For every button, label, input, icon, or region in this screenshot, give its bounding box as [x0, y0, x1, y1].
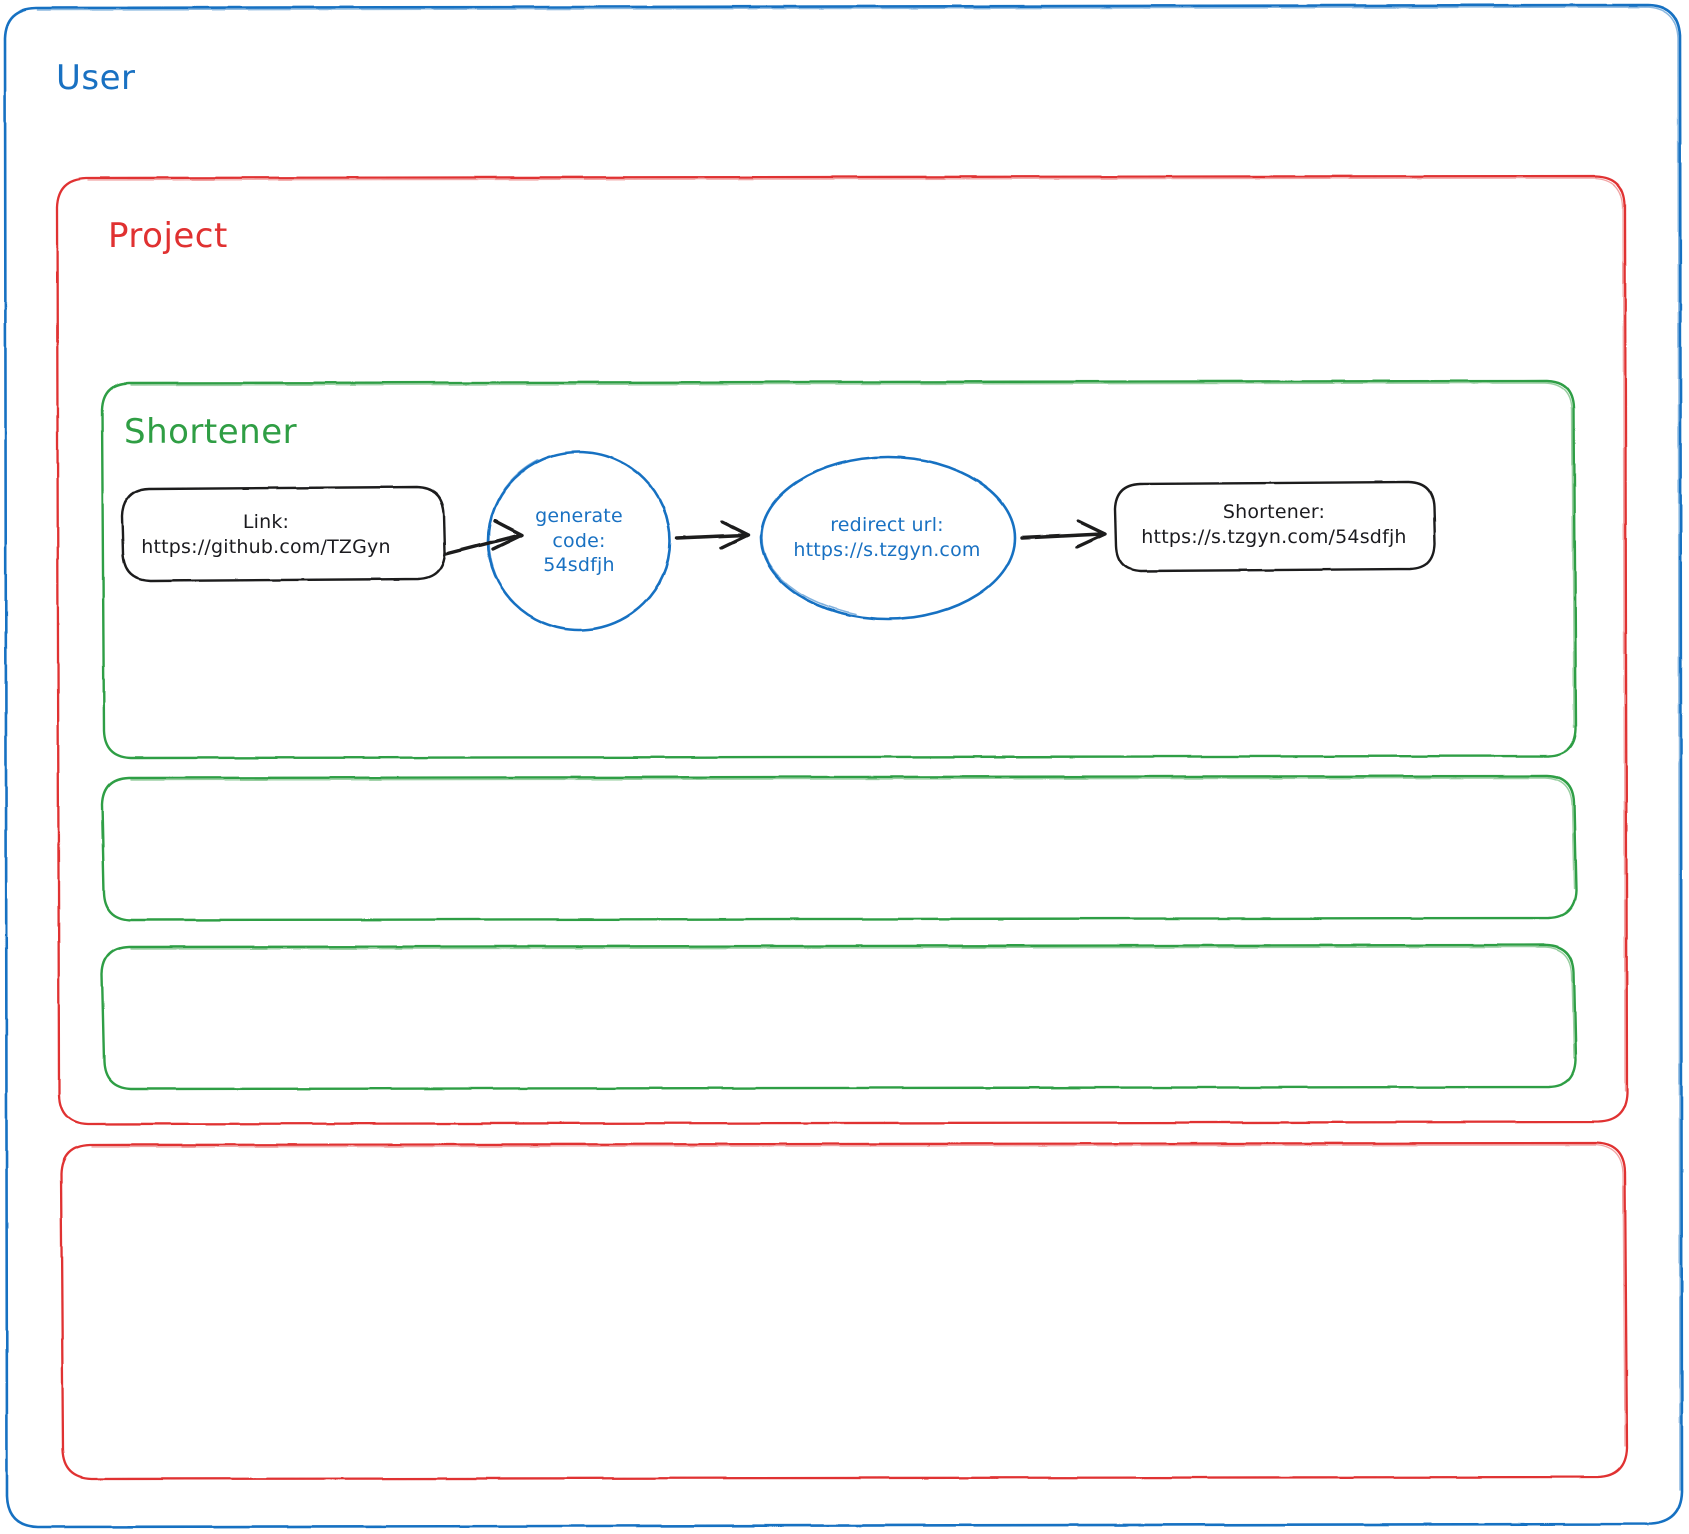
container-project-border: [55, 174, 1629, 1126]
node-redirect-url-line-1: redirect url:: [830, 514, 944, 537]
node-generate-code-line-1: generate: [535, 504, 623, 527]
node-link-line-2: https://github.com/TZGyn: [141, 536, 391, 558]
arrow-generate-code-to-redirect-url: [675, 520, 750, 550]
node-generate-code-line-2: code:: [552, 529, 606, 552]
node-shortener-output-label[interactable]: Shortener: https://s.tzgyn.com/54sdfjh: [1115, 486, 1433, 564]
container-service-empty-1-border: [100, 774, 1578, 922]
container-label-shortener: Shortener: [124, 412, 298, 452]
container-project-empty-border: [59, 1141, 1629, 1481]
container-user-border: [3, 3, 1684, 1529]
node-generate-code-label[interactable]: generate code: 54sdfjh: [494, 456, 664, 626]
container-service-empty-2-border: [100, 943, 1578, 1091]
node-redirect-url-line-2: https://s.tzgyn.com: [793, 539, 981, 561]
node-generate-code-line-3: 54sdfjh: [543, 554, 615, 577]
container-label-project: Project: [108, 216, 228, 256]
node-shortener-output-line-2: https://s.tzgyn.com/54sdfjh: [1141, 526, 1407, 548]
node-shortener-output-line-1: Shortener:: [1222, 501, 1326, 524]
node-redirect-url-label[interactable]: redirect url: https://s.tzgyn.com: [757, 466, 1017, 610]
node-link-line-1: Link:: [242, 511, 290, 534]
container-label-user: User: [56, 58, 136, 98]
node-link-label[interactable]: Link: https://github.com/TZGyn: [122, 494, 410, 576]
arrow-redirect-url-to-shortener-output: [1020, 519, 1107, 549]
